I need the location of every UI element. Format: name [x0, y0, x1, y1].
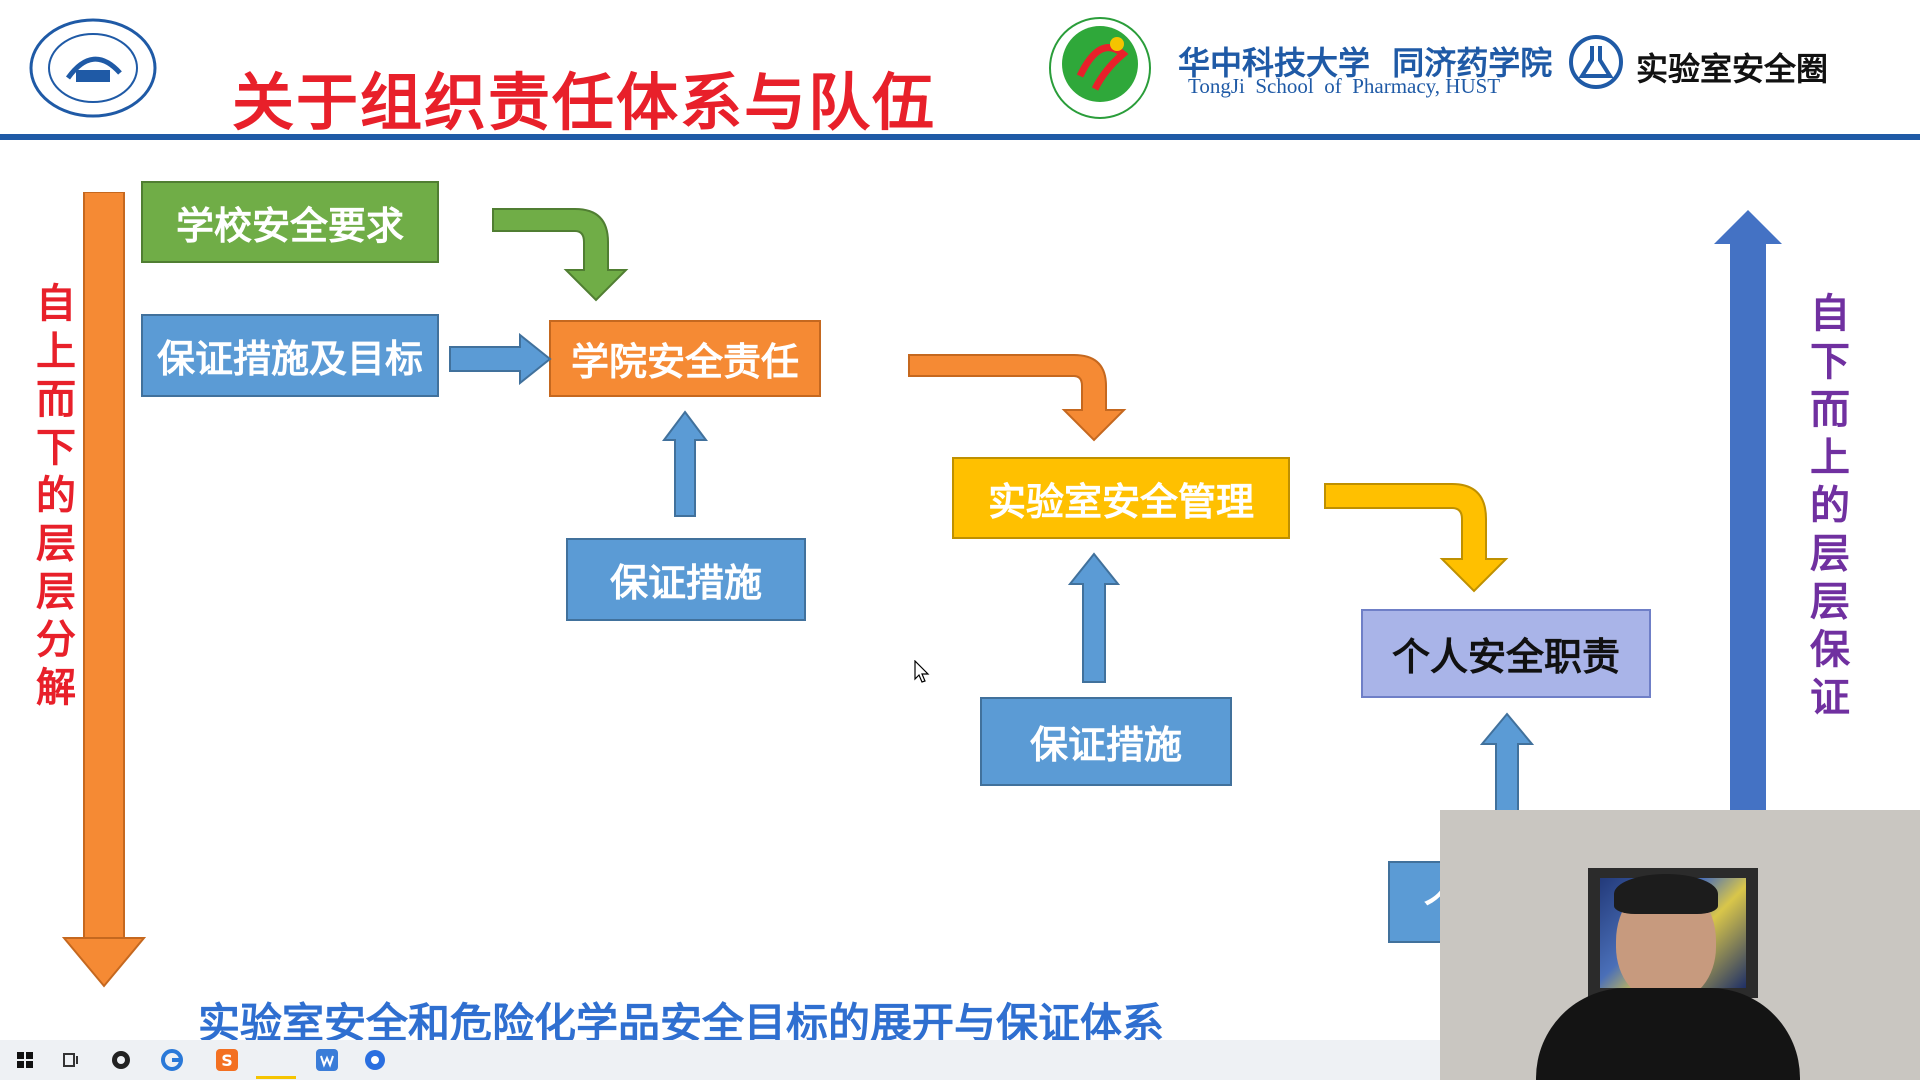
green-bend-arrow: [492, 208, 629, 302]
vertical-label-char: 保: [1810, 627, 1850, 673]
webcam-video: [1440, 810, 1920, 1080]
vertical-label-char: 下: [36, 425, 76, 471]
blue-right-arrow: [449, 333, 552, 385]
vertical-label-char: 层: [1810, 579, 1850, 625]
task-view-icon[interactable]: [56, 1045, 86, 1075]
pharmacy-logo: [1049, 17, 1151, 119]
orange-bend-arrow: [908, 354, 1127, 442]
person-hair: [1614, 874, 1718, 914]
vertical-label-char: 上: [1810, 435, 1850, 481]
measures-and-goals-box: 保证措施及目标: [141, 314, 439, 397]
bottom-up-arrow: [1714, 210, 1782, 812]
windows-start-icon[interactable]: [10, 1045, 40, 1075]
browser-icon[interactable]: [360, 1045, 390, 1075]
vertical-label-char: 层: [1810, 531, 1850, 577]
top-down-arrow: [62, 192, 146, 988]
measures-box-1: 保证措施: [566, 538, 806, 621]
vertical-label-char: 证: [1810, 675, 1850, 721]
vertical-label-char: 分: [36, 617, 76, 663]
slide-caption: 实验室安全和危险化学品安全目标的展开与保证体系: [198, 999, 1165, 1048]
wps-icon[interactable]: [312, 1045, 342, 1075]
mouse-cursor-icon: [914, 660, 930, 683]
header-rule: [0, 134, 1920, 140]
person-body: [1536, 988, 1800, 1080]
brand-name: 实验室安全圈: [1636, 50, 1829, 88]
top-down-label: 自上而下的层层分解: [28, 280, 84, 712]
blue-up-arrow-2: [1068, 552, 1120, 683]
vertical-label-char: 解: [36, 665, 76, 711]
vertical-label-char: 自: [1810, 291, 1850, 337]
vertical-label-char: 的: [36, 473, 76, 519]
yellow-bend-arrow: [1324, 483, 1509, 593]
lab-safety-management-box: 实验室安全管理: [952, 457, 1290, 539]
vertical-label-char: 层: [36, 521, 76, 567]
vertical-label-char: 自: [36, 281, 76, 327]
svg-text:S: S: [221, 1051, 233, 1070]
bottom-up-label: 自下而上的层层保证: [1800, 290, 1860, 722]
app-icon[interactable]: [106, 1045, 136, 1075]
measures-box-2: 保证措施: [980, 697, 1232, 786]
school-safety-requirement-box: 学校安全要求: [141, 181, 439, 263]
taskbar-active-indicator: [256, 1076, 296, 1079]
personal-safety-duty-box: 个人安全职责: [1361, 609, 1651, 698]
edge-icon[interactable]: [158, 1045, 188, 1075]
vertical-label-char: 而: [1810, 387, 1850, 433]
vertical-label-char: 层: [36, 569, 76, 615]
sogou-icon[interactable]: S: [212, 1045, 242, 1075]
hust-logo: [29, 18, 157, 118]
school-name-en: TongJi School of Pharmacy, HUST: [1188, 74, 1501, 98]
blue-up-arrow-1: [662, 410, 708, 517]
vertical-label-char: 而: [36, 377, 76, 423]
slide-title: 关于组织责任体系与队伍: [232, 66, 937, 139]
blue-up-arrow-3: [1480, 712, 1534, 812]
lab-safety-circle-logo: [1569, 35, 1623, 89]
school-name-cn: 华中科技大学 同济药学院: [1178, 44, 1553, 82]
vertical-label-char: 上: [36, 329, 76, 375]
vertical-label-char: 的: [1810, 483, 1850, 529]
vertical-label-char: 下: [1810, 339, 1850, 385]
taskbar: [0, 1040, 1440, 1080]
college-safety-responsibility-box: 学院安全责任: [549, 320, 821, 397]
